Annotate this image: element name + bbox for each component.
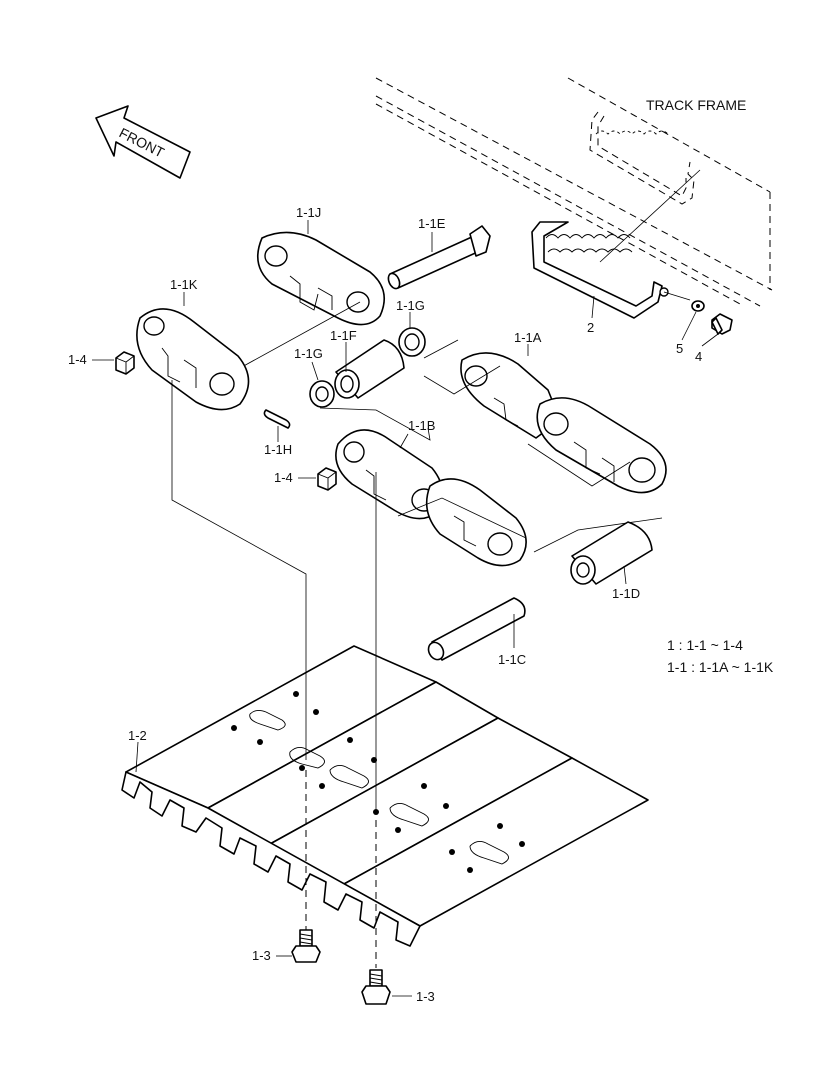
label-1-1A: 1-1A [514,330,542,345]
label-1-1C: 1-1C [498,652,526,667]
part-1-1C-pin [427,597,526,661]
label-1-1H: 1-1H [264,442,292,457]
label-1-2: 1-2 [128,728,147,743]
label-5: 5 [676,341,683,356]
part-1-1G-seal-left [309,380,335,408]
label-1-1K: 1-1K [170,277,198,292]
part-1-1H-cotter-pin [263,409,291,429]
part-1-4-nut-top [115,351,135,375]
part-5-washer [691,300,705,312]
part-1-1E-pin [387,225,491,290]
part-1-2-track-shoes [121,645,649,947]
label-1-3-right: 1-3 [416,989,435,1004]
part-1-1G-seal-top [398,327,426,357]
legend-line-2: 1-1 : 1-1A ~ 1-1K [667,659,774,675]
part-1-1J-link [256,231,386,326]
part-1-1D-bushing [570,521,653,585]
label-1-1B: 1-1B [408,418,435,433]
label-4: 4 [695,349,702,364]
part-1-3-bolt-right [361,969,391,1005]
part-1-1F-bushing [334,339,405,399]
label-1-1F: 1-1F [330,328,357,343]
part-1-4-nut-mid [317,467,337,491]
label-1-1J: 1-1J [296,205,321,220]
track-frame-outline [375,77,773,307]
legend-line-1: 1 : 1-1 ~ 1-4 [667,637,743,653]
part-1-3-bolt-left [291,929,321,963]
part-4-bolt [711,313,733,335]
label-1-3-left: 1-3 [252,948,271,963]
part-1-1B-link-assembly [335,429,527,567]
label-2: 2 [587,320,594,335]
label-1-4-mid: 1-4 [274,470,293,485]
label-1-1G-left: 1-1G [294,346,323,361]
label-1-1G-top: 1-1G [396,298,425,313]
part-2-guard [531,221,669,319]
label-1-4-top: 1-4 [68,352,87,367]
part-1-1A-link-assembly [460,352,667,494]
front-arrow-icon [95,105,191,179]
label-1-1E: 1-1E [418,216,446,231]
label-1-1D: 1-1D [612,586,640,601]
track-frame-label: TRACK FRAME [646,97,746,113]
part-1-1K-master-link [136,308,250,411]
